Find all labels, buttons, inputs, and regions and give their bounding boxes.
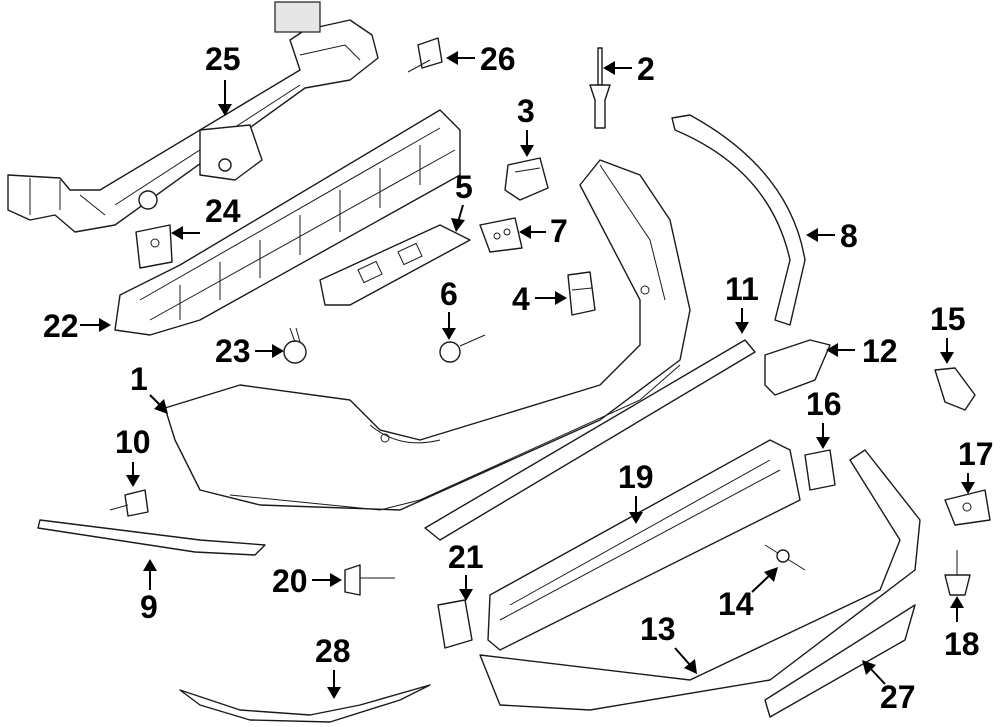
callout-label-21: 21 [448, 539, 484, 575]
callout-28: 28 [315, 633, 351, 699]
callout-25: 25 [205, 41, 241, 116]
callout-16: 16 [806, 386, 842, 449]
callout-27: 27 [862, 660, 916, 715]
callout-label-16: 16 [806, 386, 842, 422]
part-sensor-bracket [567, 271, 596, 316]
callout-label-1: 1 [130, 361, 148, 397]
callout-7: 7 [519, 213, 568, 249]
part-fastener-14 [764, 544, 806, 571]
callout-21: 21 [448, 539, 484, 601]
callout-label-28: 28 [315, 633, 351, 669]
part-fastener-10 [109, 489, 149, 517]
callout-22: 22 [43, 308, 111, 344]
callout-19: 19 [618, 459, 654, 524]
part-screw-6 [439, 334, 486, 363]
part-plate-7 [479, 217, 523, 253]
part-bracket-17 [944, 489, 991, 526]
callout-3: 3 [517, 93, 535, 157]
callout-6: 6 [440, 276, 458, 340]
callout-label-5: 5 [455, 169, 473, 205]
callout-label-25: 25 [205, 41, 241, 77]
callout-18: 18 [944, 596, 980, 662]
part-end-cap [764, 339, 831, 396]
callout-26: 26 [446, 41, 516, 77]
callout-label-12: 12 [862, 333, 898, 369]
part-rivet-2 [589, 47, 611, 129]
callout-label-7: 7 [550, 213, 568, 249]
callout-label-19: 19 [618, 459, 654, 495]
callout-label-14: 14 [718, 586, 754, 622]
callout-20: 20 [272, 563, 342, 599]
callout-17: 17 [958, 436, 994, 494]
part-trailer-hitch [7, 1, 379, 233]
part-step-strip [424, 339, 756, 541]
part-lower-valance [479, 449, 921, 711]
part-reflector-cap [934, 367, 976, 411]
callout-label-2: 2 [637, 51, 655, 87]
part-pin-20 [344, 564, 395, 596]
callout-label-8: 8 [840, 218, 858, 254]
callout-2: 2 [603, 51, 655, 87]
callout-label-9: 9 [140, 589, 158, 625]
part-bumper-cover [164, 159, 691, 511]
part-grille-strip-28 [179, 684, 431, 723]
callout-label-6: 6 [440, 276, 458, 312]
callout-1: 1 [130, 361, 168, 414]
callout-12: 12 [826, 333, 898, 369]
callout-label-10: 10 [115, 424, 151, 460]
callout-4: 4 [512, 281, 567, 317]
part-bracket-24 [135, 224, 173, 269]
callout-10: 10 [115, 424, 151, 487]
part-clip-3 [504, 157, 549, 201]
callout-label-17: 17 [958, 436, 994, 472]
callout-5: 5 [451, 169, 473, 232]
callout-label-22: 22 [43, 308, 79, 344]
part-pin-18 [944, 550, 971, 596]
part-guide-21 [437, 599, 473, 649]
callout-label-20: 20 [272, 563, 308, 599]
callout-label-23: 23 [215, 333, 251, 369]
callout-15: 15 [930, 301, 966, 364]
part-molding-strip-9 [37, 519, 266, 556]
callout-8: 8 [806, 218, 858, 254]
callout-label-11: 11 [725, 271, 759, 307]
callout-label-26: 26 [480, 41, 516, 77]
callout-label-13: 13 [640, 611, 676, 647]
callout-11: 11 [725, 271, 759, 334]
part-bolt-23 [283, 327, 307, 364]
callout-label-15: 15 [930, 301, 966, 337]
callout-label-3: 3 [517, 93, 535, 129]
part-impact-absorber [114, 109, 461, 336]
part-energy-absorber [487, 439, 801, 651]
callout-label-27: 27 [880, 679, 916, 715]
callout-label-18: 18 [944, 626, 980, 662]
part-clip-16 [804, 449, 836, 491]
part-reinforcement [319, 224, 471, 306]
callout-23: 23 [215, 333, 284, 369]
callout-13: 13 [640, 611, 697, 674]
callout-label-4: 4 [512, 281, 530, 317]
part-stud-26 [407, 37, 443, 73]
callout-label-24: 24 [205, 193, 241, 229]
part-side-trim [671, 114, 806, 326]
callout-14: 14 [718, 567, 778, 622]
part-skid-trim [764, 604, 916, 718]
callout-9: 9 [140, 559, 158, 625]
callout-24: 24 [171, 193, 241, 240]
